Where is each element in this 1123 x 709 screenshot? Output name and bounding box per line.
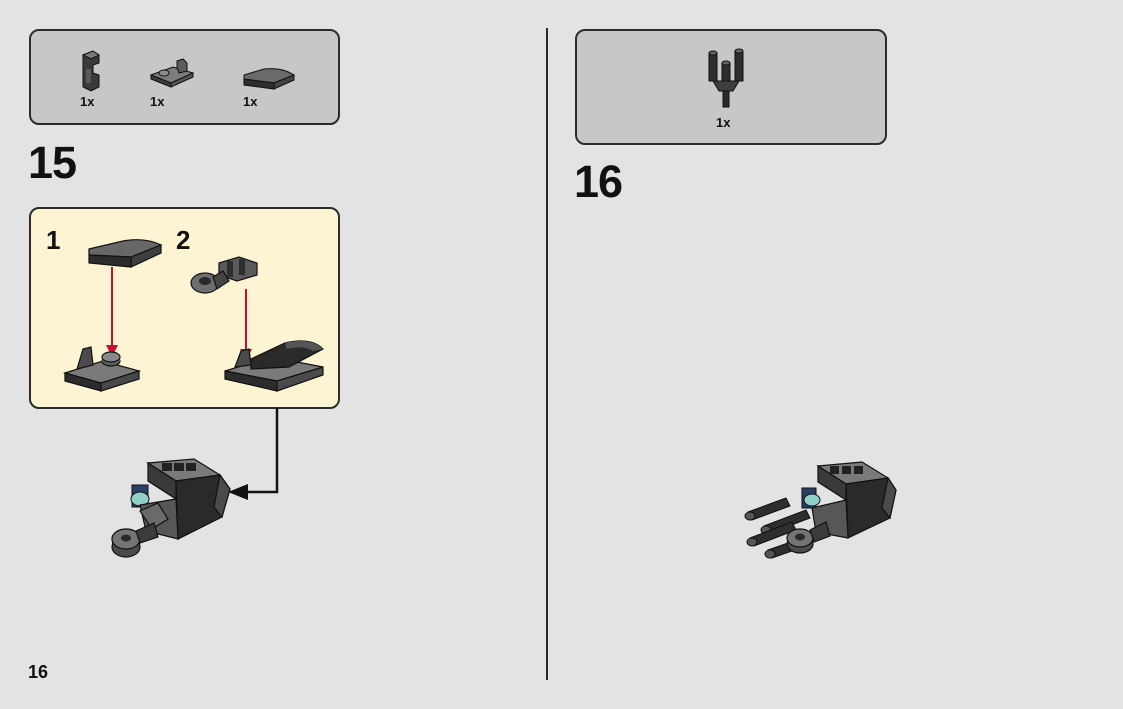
- step-number: 15: [28, 137, 77, 188]
- bracket-clip-part-icon: [81, 50, 100, 92]
- step-15-assembly-illustration: [111, 458, 231, 558]
- part-quantity: 1x: [716, 115, 731, 130]
- curved-slope-part-icon: [243, 68, 296, 90]
- substep-number: 1: [46, 225, 61, 255]
- slope-on-plate-illustration: [224, 340, 324, 392]
- part-quantity: 1x: [80, 94, 95, 109]
- triple-tube-part-icon: [708, 48, 744, 108]
- step-16-parts-list: 1x: [575, 29, 887, 145]
- plate-with-clip-part-icon: [149, 58, 195, 88]
- tube-element: [744, 497, 791, 521]
- page-number: 16: [28, 662, 49, 682]
- step-15-parts-list: 1x 1x 1x: [29, 29, 340, 125]
- curved-slope-brick-illustration: [88, 239, 163, 268]
- step-16-assembly-illustration: [744, 461, 897, 559]
- part-quantity: 1x: [243, 94, 258, 109]
- substep-callout-box: 1 2: [29, 207, 340, 409]
- plate-with-clip-illustration: [62, 346, 142, 392]
- part-quantity: 1x: [150, 94, 165, 109]
- step-number: 16: [574, 156, 623, 207]
- bracket-clip-illustration: [190, 256, 258, 294]
- callout-connector-arrow-icon: [228, 408, 279, 500]
- down-arrow-icon: [106, 267, 118, 357]
- substep-number: 2: [176, 225, 191, 255]
- page-divider: [546, 28, 548, 680]
